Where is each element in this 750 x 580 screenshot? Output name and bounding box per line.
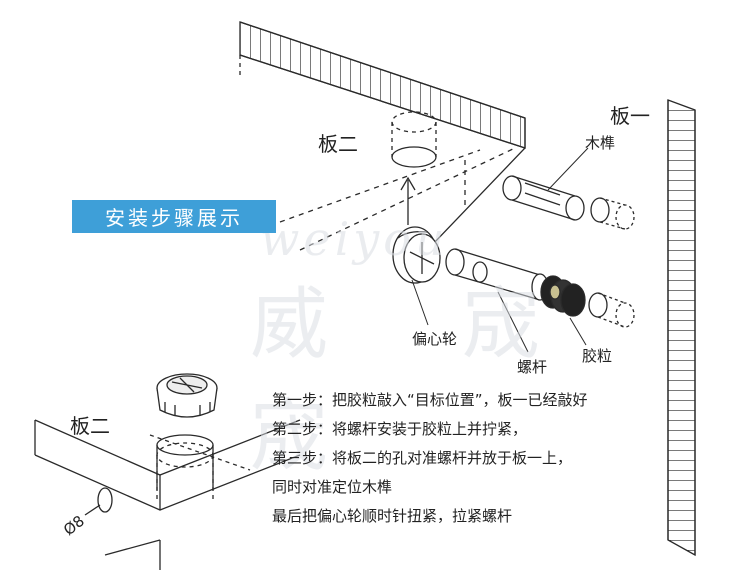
label-bolt: 螺杆 bbox=[517, 358, 548, 376]
label-dowel: 木榫 bbox=[585, 134, 616, 152]
label-cam: 偏心轮 bbox=[412, 330, 458, 348]
top-board bbox=[239, 21, 526, 269]
up-arrow bbox=[400, 176, 416, 225]
label-sleeve: 胶粒 bbox=[582, 347, 613, 365]
leader-lines bbox=[411, 147, 589, 353]
label-board-two-bottom: 板二 bbox=[70, 414, 110, 438]
board-one bbox=[667, 99, 696, 557]
steps-list: 第一步：把胶粒敲入“目标位置”，板一已经敲好 第二步：将螺杆安装于胶粒上并拧紧，… bbox=[272, 386, 692, 531]
bottom-board bbox=[34, 419, 301, 570]
step-line: 第三步：将板二的孔对准螺杆并放于板一上， bbox=[272, 449, 573, 467]
step-line: 同时对准定位木榫 bbox=[272, 478, 393, 496]
cam-part bbox=[392, 226, 441, 284]
bolt-part bbox=[445, 248, 549, 301]
step-line: 第二步：将螺杆安装于胶粒上并拧紧， bbox=[272, 420, 528, 438]
label-board-one: 板一 bbox=[610, 104, 650, 128]
step-line: 第一步：把胶粒敲入“目标位置”，板一已经敲好 bbox=[272, 391, 588, 409]
steps-banner: 安装步骤展示 bbox=[72, 200, 276, 233]
label-board-two-top: 板二 bbox=[318, 132, 358, 156]
lower-cam-part bbox=[156, 373, 218, 418]
dowel-part bbox=[502, 175, 635, 230]
sleeve-part bbox=[540, 275, 635, 328]
step-line: 最后把偏心轮顺时针扭紧，拉紧螺杆 bbox=[272, 507, 513, 525]
